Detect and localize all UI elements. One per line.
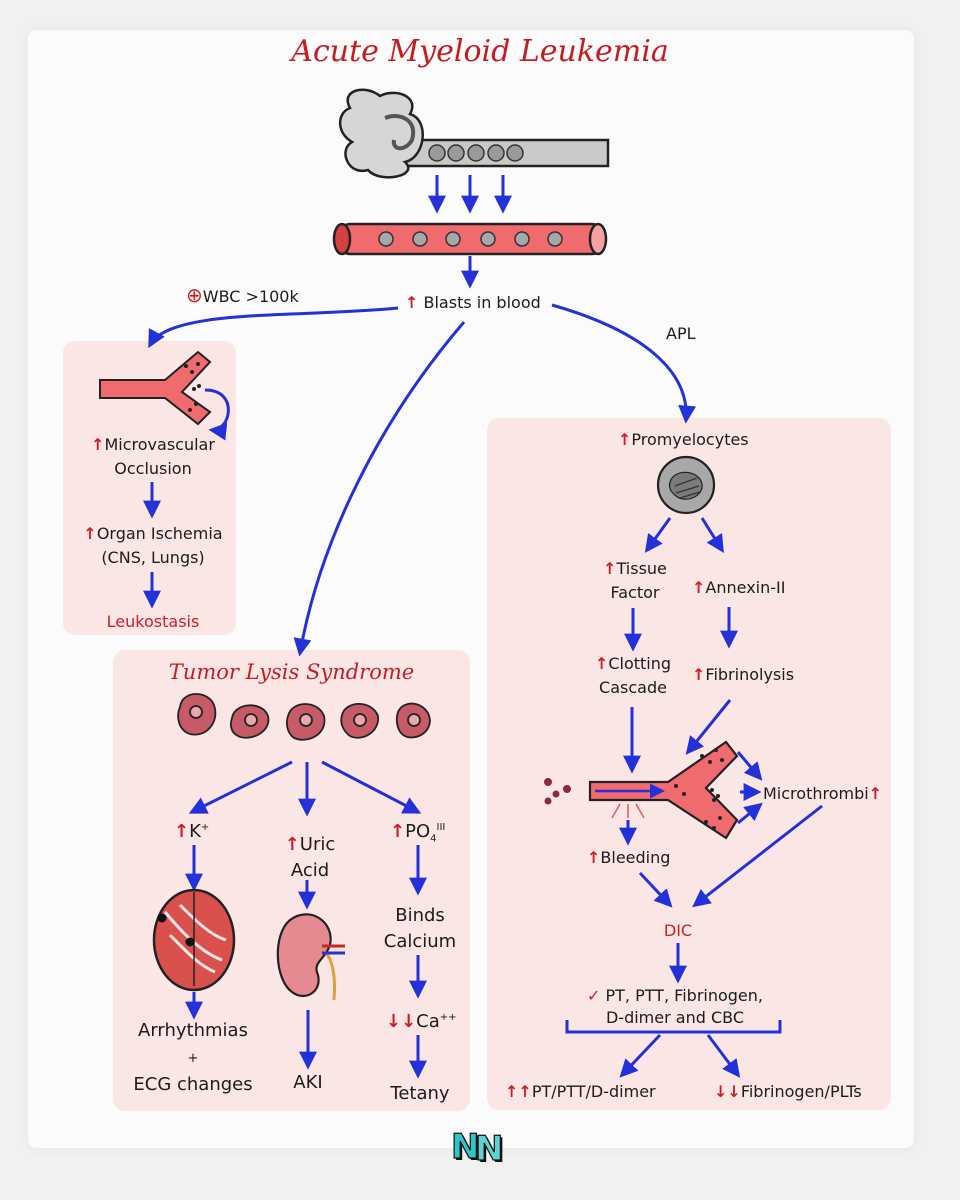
up-arrow-icon: ↑ xyxy=(284,834,300,855)
k-sup: + xyxy=(200,822,210,833)
promyelocytes-text: Promyelocytes xyxy=(631,430,749,449)
heart-icon xyxy=(152,888,236,992)
fibrinolysis-label: ↑Fibrinolysis xyxy=(692,663,794,687)
labs-b-text: D-dimer and CBC xyxy=(605,1008,744,1027)
uric-b-text: Acid xyxy=(290,860,330,881)
up-arrow-icon: ↑ xyxy=(603,559,617,578)
fibrinolysis-text: Fibrinolysis xyxy=(705,665,795,684)
step2a-text: Organ Ischemia xyxy=(96,524,223,543)
tls-title: Tumor Lysis Syndrome xyxy=(168,660,415,684)
microthrombi-text: Microthrombi xyxy=(763,784,869,803)
bone-icon xyxy=(338,88,610,179)
pt-ptt-ddimer-label: ↑↑PT/PTT/D-dimer xyxy=(505,1080,656,1104)
step2b-text: (CNS, Lungs) xyxy=(101,548,205,567)
double-up-arrow-icon: ↑↑ xyxy=(505,1082,532,1101)
svg-text:N: N xyxy=(453,1129,481,1167)
ca-text: Ca xyxy=(416,1011,440,1032)
up-arrow-icon: ↑ xyxy=(692,578,706,597)
up-arrow-icon: ↑ xyxy=(83,524,97,543)
nn-logo: N N N N xyxy=(450,1126,505,1167)
binds-b-text: Calcium xyxy=(383,931,457,952)
arr1-text: Arrhythmias xyxy=(138,1020,248,1041)
dic-label: DIC xyxy=(663,921,693,940)
tetany-label: Tetany xyxy=(390,1083,450,1104)
bleeding-text: Bleeding xyxy=(600,848,671,867)
apl-label: APL xyxy=(666,324,696,343)
dic-labs-label: ✓ PT, PTT, Fibrinogen, D-dimer and CBC xyxy=(555,985,795,1029)
svg-text:N: N xyxy=(475,1129,503,1167)
annexin-label: ↑Annexin-II xyxy=(692,576,785,600)
apl-panel xyxy=(487,418,891,1110)
potassium-label: ↑K+ xyxy=(174,816,209,844)
double-down-arrow-icon: ↓↓ xyxy=(386,1011,417,1032)
fibrinogen-plts-label: ↓↓Fibrinogen/PLTs xyxy=(714,1080,862,1104)
high-text: PT/PTT/D-dimer xyxy=(531,1082,656,1101)
up-arrow-icon: ↑ xyxy=(692,665,706,684)
up-arrow-icon: ↑ xyxy=(594,654,609,673)
k-text: K xyxy=(189,821,201,842)
double-down-arrow-icon: ↓↓ xyxy=(714,1082,741,1101)
dic-vessel-icon xyxy=(544,740,739,840)
tf-b-text: Factor xyxy=(610,583,660,602)
po4-sup: III xyxy=(436,822,446,833)
arr-plus-text: + xyxy=(187,1051,199,1066)
wbc-label: ⊕WBC >100k xyxy=(186,283,299,309)
blood-vessel-icon xyxy=(332,222,608,256)
blasts-label: ↑ Blasts in blood xyxy=(405,291,541,315)
wbc-text: WBC >100k xyxy=(202,287,299,306)
step1b-text: Occlusion xyxy=(114,459,192,478)
up-arrow-icon: ↑ xyxy=(405,293,419,312)
check-icon: ✓ xyxy=(587,986,601,1005)
phosphate-label: ↑PO4III xyxy=(390,816,445,852)
binds-a-text: Binds xyxy=(395,905,445,926)
page-title: Acute Myeloid Leukemia xyxy=(291,34,669,69)
occluded-vessel-icon xyxy=(99,350,230,441)
organ-ischemia-label: ↑Organ Ischemia (CNS, Lungs) xyxy=(68,522,238,570)
up-arrow-icon: ↑ xyxy=(618,430,632,449)
calcium-label: ↓↓Ca++ xyxy=(386,1006,457,1034)
plus-circle-icon: ⊕ xyxy=(186,283,203,307)
microthrombi-label: Microthrombi↑ xyxy=(763,782,882,806)
kidney-icon xyxy=(276,913,345,1001)
lysed-cells-icon xyxy=(177,693,431,741)
cc-b-text: Cascade xyxy=(599,678,667,697)
annexin-text: Annexin-II xyxy=(705,578,786,597)
arrhythmias-label: Arrhythmias + ECG changes xyxy=(118,1018,268,1098)
svg-text:N: N xyxy=(451,1127,479,1167)
leukostasis-label: Leukostasis xyxy=(106,612,200,631)
low-text: Fibrinogen/PLTs xyxy=(740,1082,862,1101)
promyelocyte-icon xyxy=(656,455,716,515)
up-arrow-icon: ↑ xyxy=(174,821,190,842)
ca-sup: ++ xyxy=(439,1012,457,1023)
arr2-text: ECG changes xyxy=(133,1074,253,1095)
labs-a-text: PT, PTT, Fibrinogen, xyxy=(605,986,764,1005)
uric-a-text: Uric xyxy=(299,834,336,855)
blasts-text: Blasts in blood xyxy=(423,293,541,312)
aki-label: AKI xyxy=(293,1072,323,1093)
up-arrow-icon: ↑ xyxy=(868,784,883,803)
promyelocytes-label: ↑Promyelocytes xyxy=(618,428,749,452)
up-arrow-icon: ↑ xyxy=(91,435,105,454)
up-arrow-icon: ↑ xyxy=(390,821,406,842)
svg-text:N: N xyxy=(477,1131,505,1167)
step1a-text: Microvascular xyxy=(104,435,215,454)
po4-text: PO xyxy=(405,821,431,842)
bleeding-label: ↑Bleeding xyxy=(587,846,670,870)
tf-a-text: Tissue xyxy=(616,559,667,578)
po4-sub: 4 xyxy=(430,833,437,845)
up-arrow-icon: ↑ xyxy=(587,848,601,867)
cc-a-text: Clotting xyxy=(608,654,672,673)
